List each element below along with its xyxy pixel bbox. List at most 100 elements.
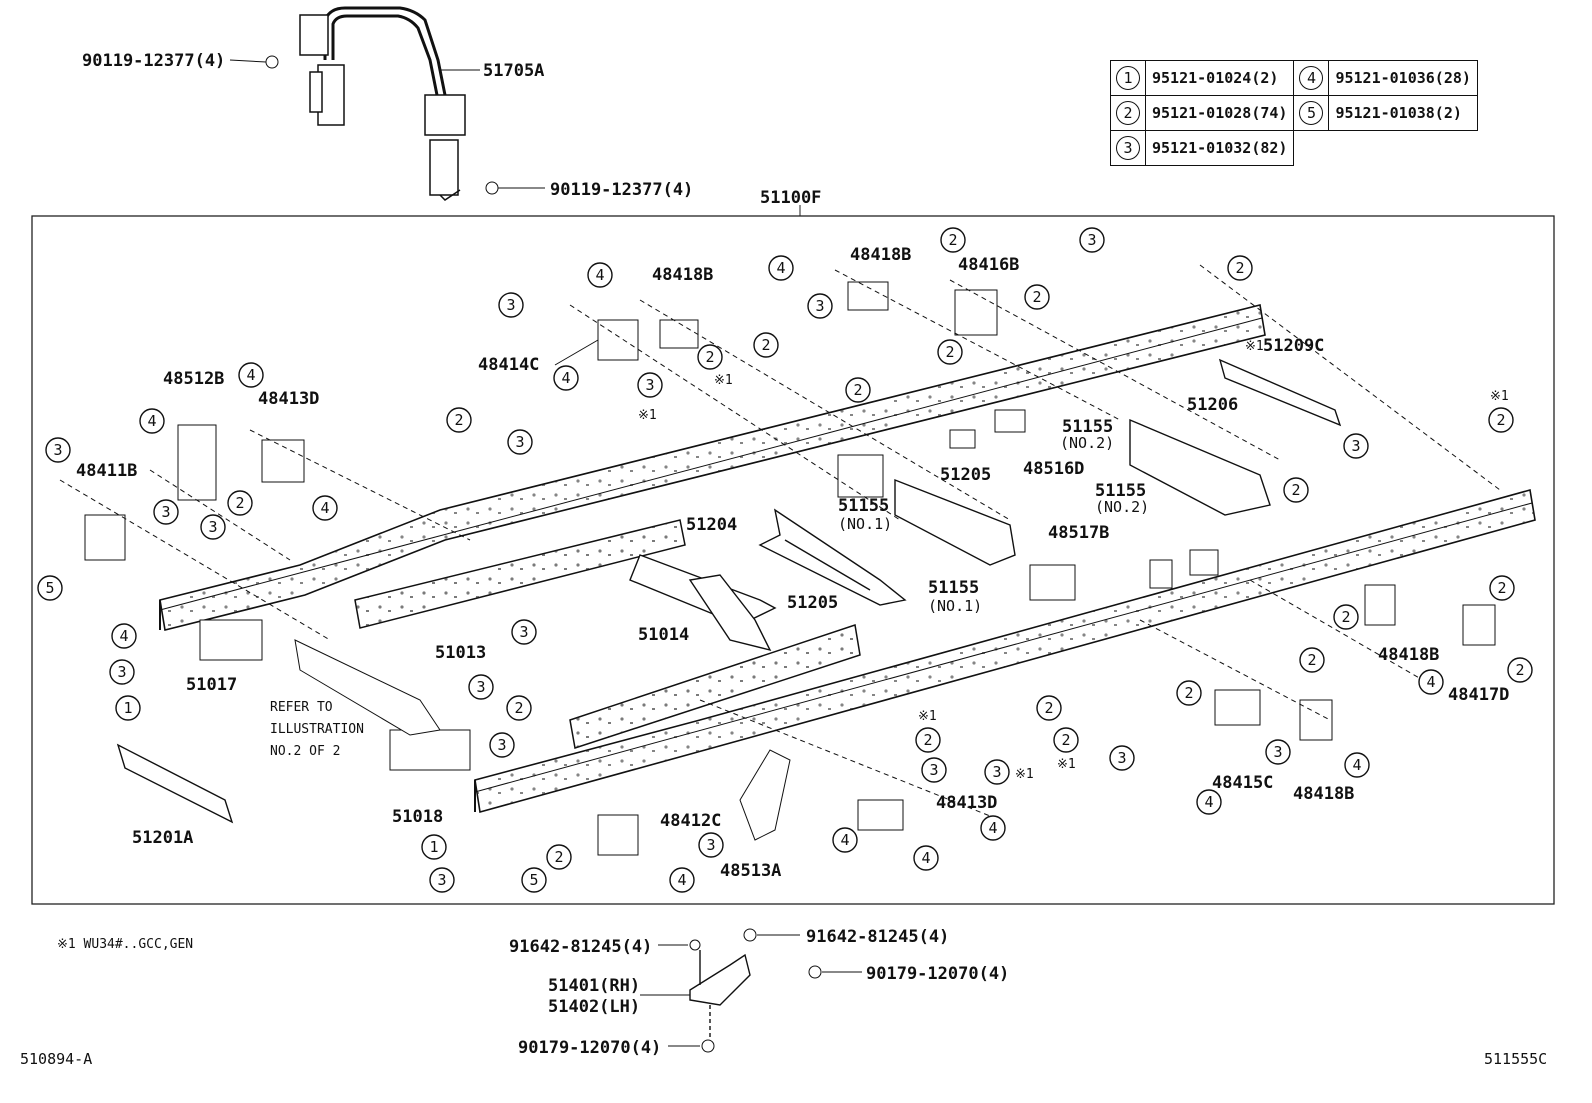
bracket-51018 [389, 729, 471, 771]
bracket-51017 [199, 619, 263, 661]
callout-number: 4 [595, 266, 604, 284]
callout-number: 2 [1032, 288, 1041, 306]
callout-number: 3 [1351, 437, 1360, 455]
legend-key: 5 [1293, 95, 1330, 131]
member-51209C [1218, 358, 1342, 427]
callout-number: 2 [945, 343, 954, 361]
callout-number: 3 [506, 296, 515, 314]
callout-circle [446, 407, 472, 433]
label-51155-c-no: (NO.2) [1095, 498, 1149, 516]
legend-part-3: 95121-01032(82) [1144, 130, 1295, 166]
legend-grid: 1 95121-01024(2) 4 95121-01036(28) 2 951… [1110, 60, 1478, 166]
callout-number: 3 [1087, 231, 1096, 249]
callout-circle [546, 844, 572, 870]
label-51401: 51401(RH) [548, 976, 640, 996]
rail-upper [159, 304, 1266, 631]
callout-number: 3 [208, 518, 217, 536]
callout-number: 2 [1184, 684, 1193, 702]
callout-circle [153, 499, 179, 525]
callout-circle [115, 695, 141, 721]
callout-number: 2 [1307, 651, 1316, 669]
bolt-icon [689, 939, 701, 951]
bolt-icon [743, 928, 757, 942]
rail-51014 [569, 624, 861, 749]
callout-circle [227, 490, 253, 516]
label-48418B-2: 48418B [850, 245, 911, 265]
legend-key: 3 [1110, 130, 1146, 166]
callout-circle [109, 659, 135, 685]
callout-number: 2 [1496, 411, 1505, 429]
callout-number: 4 [921, 849, 930, 867]
bracket-48411B [84, 514, 126, 561]
legend-key: 4 [1293, 60, 1330, 96]
label-48415C: 48415C [1212, 773, 1273, 793]
label-48414C: 48414C [478, 355, 539, 375]
bolt-icon [485, 181, 499, 195]
doc-code-left: 510894-A [20, 1050, 92, 1068]
callout-circle [312, 495, 338, 521]
callout-number: 3 [476, 678, 485, 696]
bracket-48517B [1149, 559, 1173, 589]
callout-circle [1053, 727, 1079, 753]
callout-number: 4 [840, 831, 849, 849]
callout-circle [753, 332, 779, 358]
callout-circle [498, 292, 524, 318]
mark-x1-b: ※1 [638, 408, 657, 423]
callout-number: 2 [705, 348, 714, 366]
callout-circle [468, 674, 494, 700]
refer-line-3: NO.2 OF 2 [270, 744, 340, 759]
callout-circle [984, 759, 1010, 785]
callout-circle [511, 619, 537, 645]
callout-number: 3 [1117, 749, 1126, 767]
callout-circle [45, 437, 71, 463]
dashed-guides [59, 264, 1501, 821]
label-48412C: 48412C [660, 811, 721, 831]
footnote: ※1 WU34#..GCC,GEN [57, 937, 193, 952]
frame-outline [31, 215, 1555, 905]
callout-circle [1344, 752, 1370, 778]
label-51013: 51013 [435, 643, 486, 663]
label-48418B-3: 48418B [1293, 784, 1354, 804]
label-90179-a: 90179-12070(4) [866, 964, 1009, 984]
label-51204: 51204 [686, 515, 737, 535]
callout-number: 2 [923, 731, 932, 749]
callout-number: 3 [815, 297, 824, 315]
callout-circle [669, 867, 695, 893]
legend-key: 2 [1110, 95, 1146, 131]
callout-circle [1079, 227, 1105, 253]
bracket-48513A [739, 749, 791, 841]
callout-number: 4 [561, 369, 570, 387]
callout-circle [1265, 739, 1291, 765]
callout-number: 4 [1352, 756, 1361, 774]
callout-number: 2 [1044, 699, 1053, 717]
label-51205-2: 51205 [787, 593, 838, 613]
bracket-48418B-b [847, 281, 889, 311]
label-48417D: 48417D [1448, 685, 1509, 705]
callout-number: 2 [1497, 579, 1506, 597]
callout-number: 2 [514, 699, 523, 717]
label-48416B: 48416B [958, 255, 1019, 275]
label-51017: 51017 [186, 675, 237, 695]
mark-x1-e: ※1 [918, 709, 937, 724]
refer-line-2: ILLUSTRATION [270, 722, 364, 737]
callout-circle [768, 255, 794, 281]
bracket-51401 [689, 950, 751, 1040]
callout-circle [1283, 477, 1309, 503]
callout-circle [937, 339, 963, 365]
label-51155-b: 51155 [838, 496, 889, 516]
callout-circle [980, 815, 1006, 841]
label-90179-b: 90179-12070(4) [518, 1038, 661, 1058]
legend-table: 1 95121-01024(2) 4 95121-01036(28) 2 951… [1110, 60, 1535, 170]
callout-number: 3 [992, 763, 1001, 781]
mark-x1-a: ※1 [714, 373, 733, 388]
rail-51013 [354, 519, 686, 629]
mark-x1-f: ※1 [1015, 767, 1034, 782]
bracket-48413D-b [857, 799, 904, 831]
callout-number: 2 [1341, 608, 1350, 626]
bracket-48417D [1462, 604, 1496, 646]
callout-number: 4 [1426, 673, 1435, 691]
legend-part-5: 95121-01038(2) [1328, 95, 1478, 131]
callout-circle [553, 365, 579, 391]
callout-circle [507, 429, 533, 455]
